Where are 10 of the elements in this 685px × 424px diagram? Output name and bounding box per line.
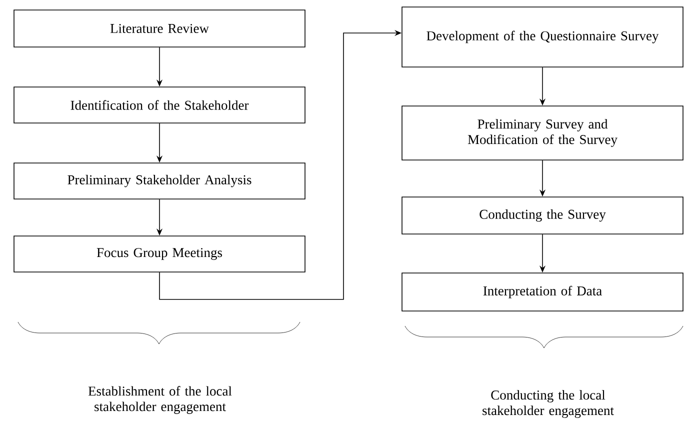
- process-box: Preliminary Stakeholder Analysis: [14, 162, 306, 200]
- group-label: Conducting the local stakeholder engagement: [482, 390, 614, 418]
- process-box: Interpretation of Data: [402, 272, 684, 312]
- process-box: Literature Review: [14, 10, 306, 48]
- process-box: Focus Group Meetings: [14, 236, 306, 272]
- process-box: Identification of the Stakeholder: [14, 86, 306, 124]
- group-label: Establishment of the local stakeholder engagement: [88, 386, 232, 414]
- process-box: Preliminary Survey and Modification of the Survey: [402, 106, 684, 160]
- process-box: Development of the Questionnaire Survey: [402, 6, 684, 68]
- process-box: Conducting the Survey: [402, 196, 684, 234]
